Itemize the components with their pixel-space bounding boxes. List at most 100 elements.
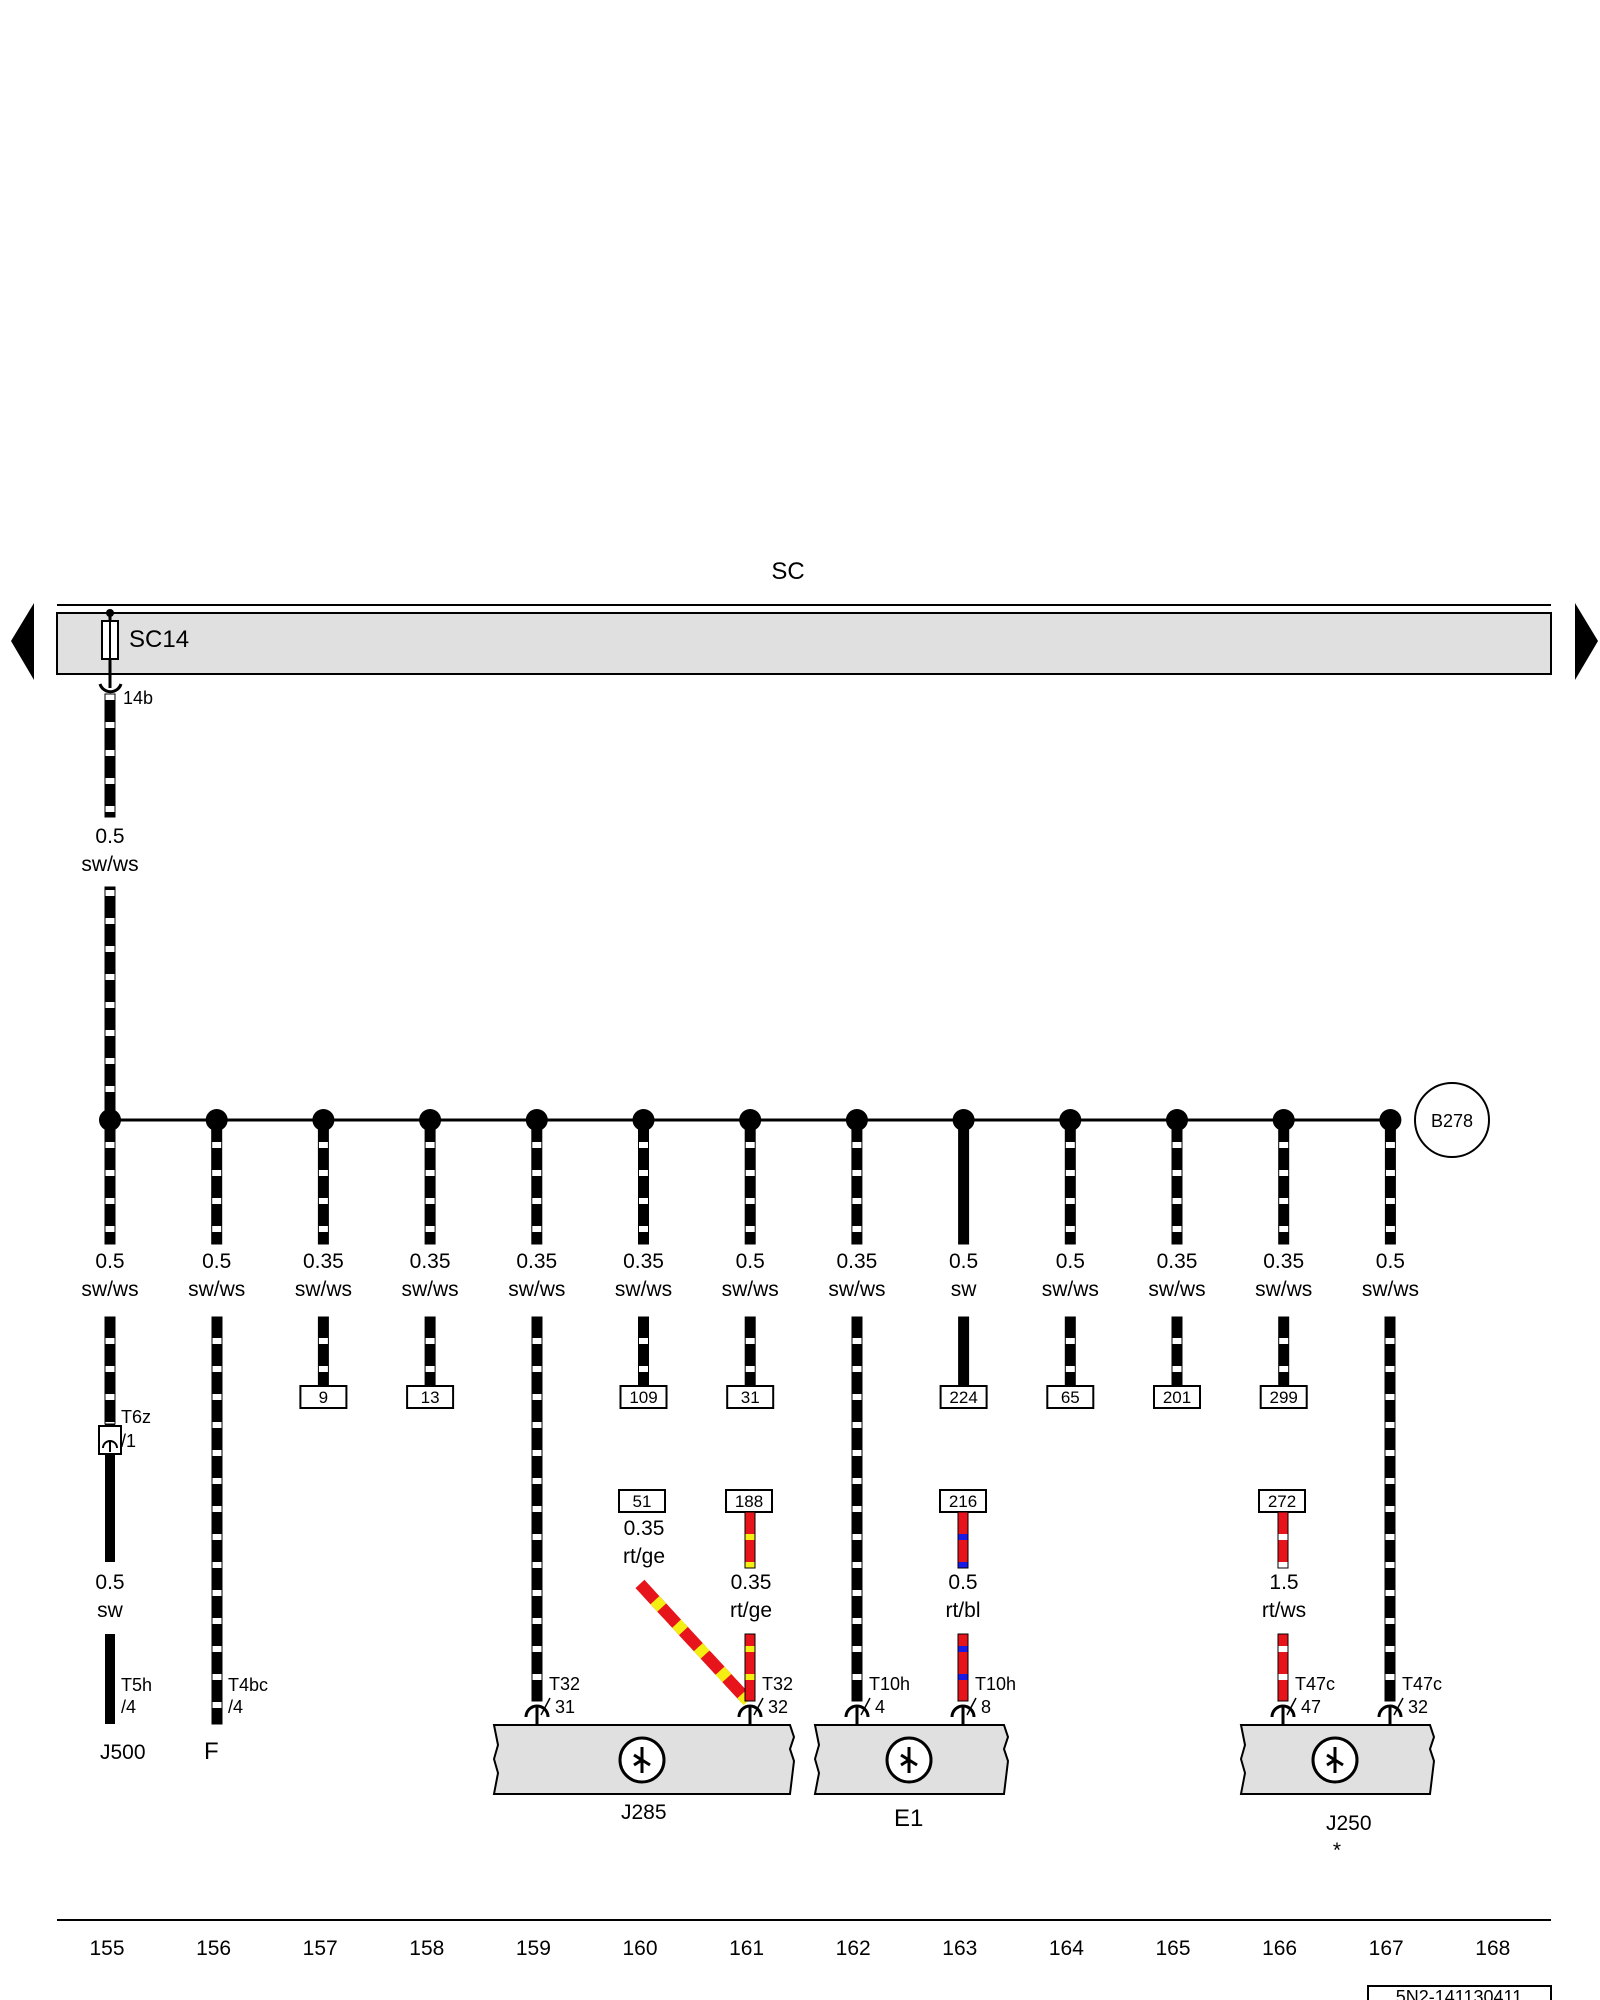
- pin-number-label: 32: [768, 1697, 788, 1717]
- svg-text:109: 109: [629, 1388, 657, 1407]
- branch-wire-155: [104, 1119, 116, 1245]
- branch-color-158: sw/ws: [402, 1278, 459, 1301]
- branch-gauge-160: 0.35: [623, 1250, 664, 1273]
- branch-wire-159: [531, 1119, 543, 1245]
- branch-stub-161: [744, 1316, 756, 1387]
- ref-box-188[interactable]: 188: [725, 1489, 773, 1513]
- column-number: 163: [942, 1937, 977, 1960]
- wire-167-lower: [1384, 1316, 1396, 1702]
- branch-color-163: sw: [951, 1278, 978, 1301]
- branch-gauge-167: 0.5: [1376, 1250, 1405, 1273]
- ref-box-272[interactable]: 272: [1258, 1489, 1306, 1513]
- fuse-pin-connector: [98, 683, 123, 694]
- branch-stub-157: [317, 1316, 329, 1387]
- wire-272-lower: [1277, 1633, 1289, 1702]
- splice-node-156[interactable]: [205, 1109, 228, 1131]
- j500-wire-gauge: 0.5: [95, 1571, 124, 1594]
- doc-id: 5N2-141130411: [1396, 1987, 1522, 2000]
- svg-text:201: 201: [1163, 1388, 1191, 1407]
- branch-wire-162: [851, 1119, 863, 1245]
- splice-label: B278: [1431, 1111, 1473, 1131]
- fuse-label: SC14: [129, 626, 189, 653]
- fuse-pin-label: 14b: [123, 688, 153, 708]
- branch-wire-160: [638, 1119, 649, 1245]
- splice-node-167[interactable]: [1379, 1109, 1402, 1131]
- doc-id-box: 5N2-141130411: [1367, 1985, 1552, 2000]
- splice-node-164[interactable]: [1059, 1109, 1082, 1131]
- component-e1-label: E1: [894, 1805, 923, 1832]
- column-number: 156: [196, 1937, 231, 1960]
- branch-stub-160: [638, 1316, 649, 1387]
- splice-node-159[interactable]: [525, 1109, 548, 1131]
- pin-connector-label: T47c: [1295, 1674, 1335, 1694]
- column-number: 160: [622, 1937, 657, 1960]
- svg-text:299: 299: [1270, 1388, 1298, 1407]
- branch-wire-156: [211, 1119, 223, 1245]
- arrow-right-icon[interactable]: [1575, 603, 1598, 680]
- svg-text:9: 9: [319, 1388, 328, 1407]
- main-wire-color: sw/ws: [81, 853, 138, 876]
- branch-stub-163: [958, 1316, 970, 1387]
- ref-box-51[interactable]: 51: [618, 1489, 666, 1513]
- branch-color-167: sw/ws: [1362, 1278, 1419, 1301]
- branch-color-164: sw/ws: [1042, 1278, 1099, 1301]
- pin-number-label: 8: [981, 1697, 991, 1717]
- pin-connector-label: T47c: [1402, 1674, 1442, 1694]
- column-number: 168: [1475, 1937, 1510, 1960]
- splice-node-163[interactable]: [952, 1109, 975, 1131]
- column-number: 161: [729, 1937, 764, 1960]
- column-number: 159: [516, 1937, 551, 1960]
- f-component-label: F: [204, 1738, 219, 1765]
- splice-node-165[interactable]: [1166, 1109, 1188, 1131]
- fuse-sc14: [101, 609, 119, 688]
- column-number: 164: [1049, 1937, 1084, 1960]
- component-j285[interactable]: [492, 1724, 796, 1795]
- ref-box-9[interactable]: 9: [299, 1385, 348, 1409]
- ref-box-216[interactable]: 216: [939, 1489, 987, 1513]
- splice-node-161[interactable]: [739, 1109, 762, 1131]
- splice-node-166[interactable]: [1272, 1109, 1295, 1131]
- column-number: 166: [1262, 1937, 1297, 1960]
- branch-gauge-155: 0.5: [95, 1250, 124, 1273]
- j500-wire: [98, 1316, 122, 1724]
- branch-wire-158: [424, 1119, 436, 1245]
- pin-t10h-8[interactable]: T10h 8: [950, 1674, 1016, 1725]
- ref-box-13[interactable]: 13: [406, 1385, 455, 1409]
- ref-box-299[interactable]: 299: [1259, 1385, 1308, 1409]
- component-e1[interactable]: [813, 1724, 1010, 1795]
- branch-gauge-162: 0.35: [836, 1250, 877, 1273]
- splice-node-162[interactable]: [845, 1109, 868, 1131]
- component-j250[interactable]: [1239, 1724, 1436, 1795]
- arrow-left-icon[interactable]: [11, 603, 34, 680]
- ref-box-201[interactable]: 201: [1153, 1385, 1201, 1409]
- splice-node-158[interactable]: [419, 1109, 442, 1131]
- wire-216-upper: [957, 1511, 969, 1569]
- splice-node-155[interactable]: [99, 1109, 121, 1131]
- wire-159-lower: [531, 1316, 543, 1702]
- pin-number-label: 4: [875, 1697, 885, 1717]
- wire-216-lower: [957, 1633, 969, 1702]
- pin-number-label: 31: [555, 1697, 575, 1717]
- pin-connector-label: T10h: [975, 1674, 1016, 1694]
- branch-wire-165: [1171, 1119, 1183, 1245]
- branch-gauge-164: 0.5: [1056, 1250, 1085, 1273]
- wire-188-upper: [744, 1511, 756, 1569]
- ref-box-224[interactable]: 224: [939, 1385, 988, 1409]
- column-number: 165: [1155, 1937, 1190, 1960]
- ref-box-109[interactable]: 109: [619, 1385, 668, 1409]
- ref-box-65[interactable]: 65: [1046, 1385, 1095, 1409]
- j500-connector: T5h: [121, 1675, 152, 1695]
- ref-188-gauge: 0.35: [731, 1571, 772, 1594]
- column-number: 157: [303, 1937, 338, 1960]
- splice-node-160[interactable]: [632, 1109, 655, 1131]
- branch-gauge-158: 0.35: [410, 1250, 451, 1273]
- ref-272-color: rt/ws: [1262, 1599, 1306, 1622]
- ref-box-31[interactable]: 31: [726, 1385, 775, 1409]
- splice-node-157[interactable]: [312, 1109, 335, 1131]
